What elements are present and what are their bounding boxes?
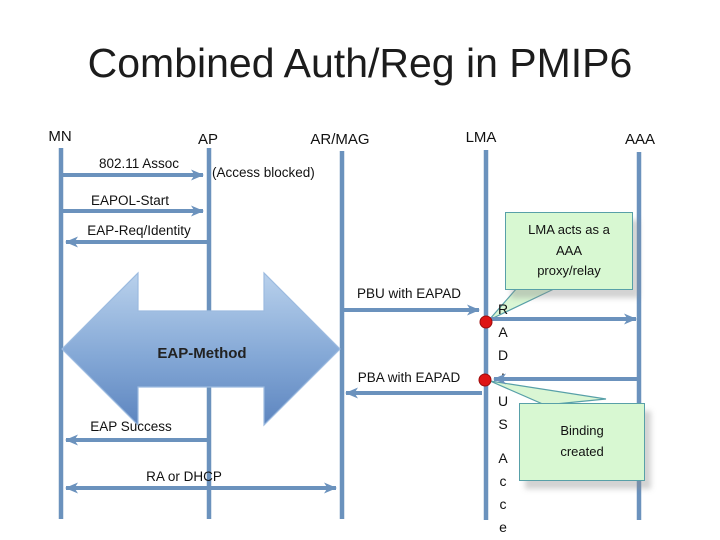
event-dot-pbu bbox=[479, 315, 493, 329]
lifeline-label-ar-mag: AR/MAG bbox=[310, 131, 370, 148]
slide-title: Combined Auth/Reg in PMIP6 bbox=[87, 40, 633, 86]
label-ra-or-dhcp: RA or DHCP bbox=[146, 469, 222, 484]
label-eap-req-identity: EAP-Req/Identity bbox=[87, 223, 191, 238]
label-pba: PBA with EAPAD bbox=[357, 370, 461, 385]
radius-vertical-text: RADIUS bbox=[495, 301, 511, 439]
binding-callout: Binding created bbox=[519, 403, 645, 481]
label-assoc: 802.11 Assoc bbox=[98, 156, 180, 171]
label-access-blocked: (Access blocked) bbox=[212, 165, 315, 180]
proxy-callout: LMA acts as a AAA proxy/relay bbox=[505, 212, 633, 290]
label-eap-success: EAP Success bbox=[90, 419, 172, 434]
event-dot-pba bbox=[478, 373, 492, 387]
accept-vertical-text: Acce bbox=[495, 450, 511, 540]
lifeline-label-mn: MN bbox=[48, 128, 72, 145]
label-eap-method: EAP-Method bbox=[157, 345, 247, 362]
lifeline-label-ap: AP bbox=[197, 131, 219, 148]
label-eapol-start: EAPOL-Start bbox=[90, 193, 170, 208]
label-pbu: PBU with EAPAD bbox=[356, 286, 462, 301]
lifeline-label-aaa: AAA bbox=[624, 131, 656, 148]
lifeline-label-lma: LMA bbox=[465, 129, 497, 146]
